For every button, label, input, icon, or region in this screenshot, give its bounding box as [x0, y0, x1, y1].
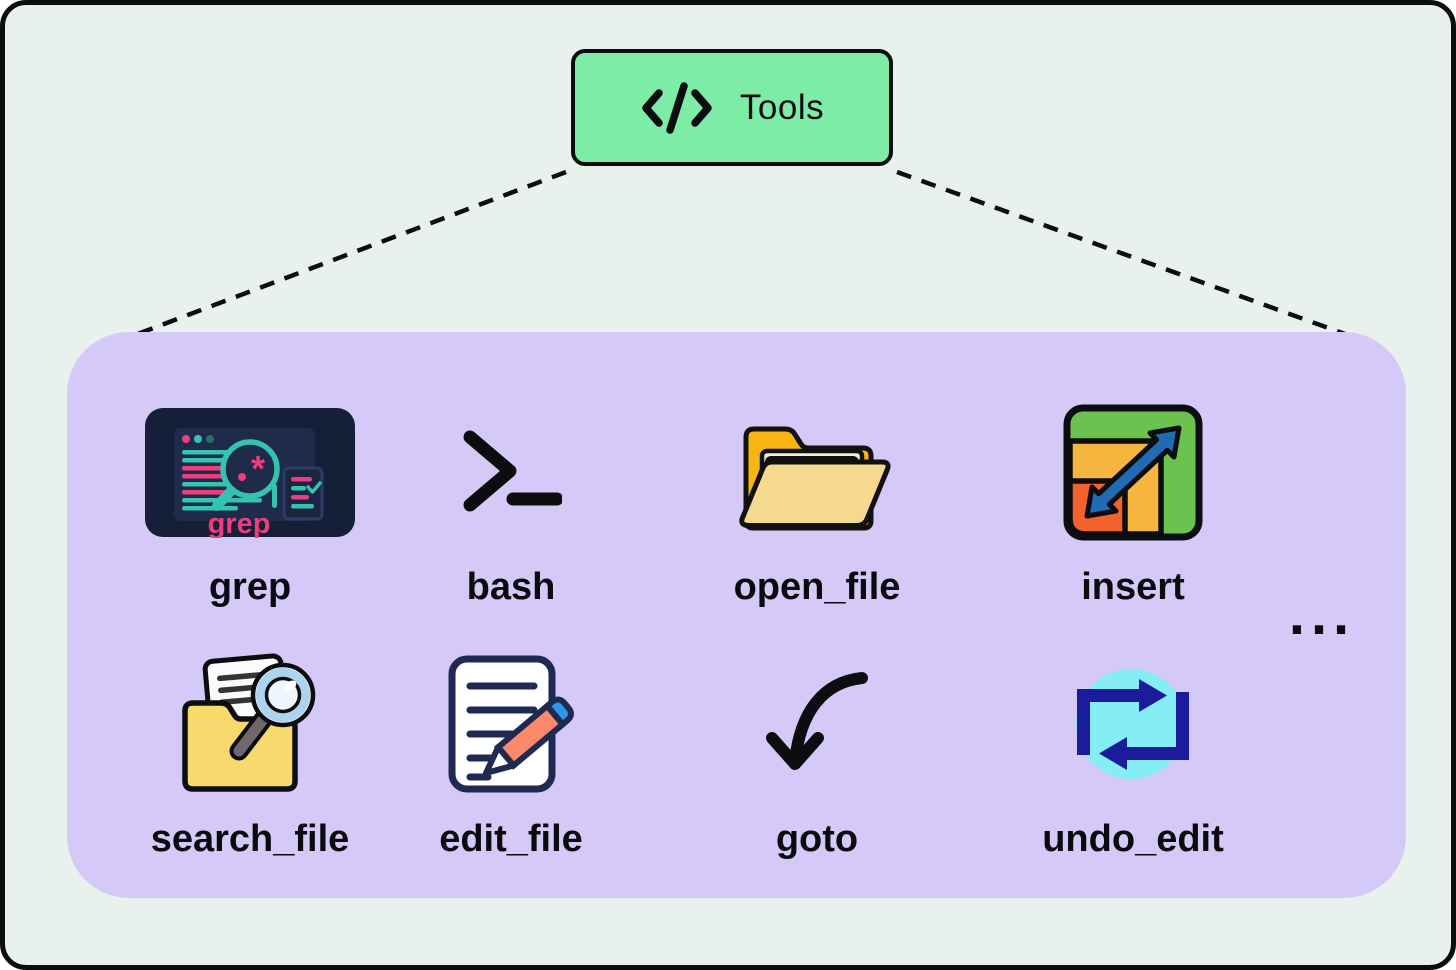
tool-item-edit-file: edit_file	[371, 654, 651, 861]
tools-panel: * grep grep bas	[67, 332, 1406, 898]
tools-header-label: Tools	[739, 87, 825, 127]
document-pencil-icon	[371, 654, 651, 794]
tool-item-bash: bash	[371, 402, 651, 609]
code-icon	[640, 80, 714, 136]
grep-terminal-icon: * grep	[110, 402, 390, 542]
open-folder-icon	[677, 402, 957, 542]
tool-label-open-file: open_file	[733, 566, 901, 608]
tool-item-grep: * grep grep	[110, 402, 390, 609]
svg-text:*: *	[251, 448, 265, 489]
tool-label-undo-edit: undo_edit	[1042, 818, 1224, 860]
tool-item-search-file: search_file	[110, 653, 390, 861]
tool-item-goto: goto	[677, 654, 957, 861]
tools-header-node: Tools	[571, 49, 893, 166]
tool-item-undo-edit: undo_edit	[993, 654, 1273, 861]
tool-label-edit-file: edit_file	[439, 818, 583, 860]
tool-label-bash: bash	[466, 566, 556, 608]
curved-arrow-icon	[677, 654, 957, 794]
tool-label-goto: goto	[775, 818, 859, 860]
loop-arrows-icon	[993, 654, 1273, 794]
connector-line-right	[896, 169, 1346, 337]
expand-arrows-icon	[993, 402, 1273, 542]
tool-label-insert: insert	[1081, 566, 1185, 608]
tool-label-search-file: search_file	[150, 818, 350, 860]
tool-item-open-file: open_file	[677, 402, 957, 609]
folder-magnifier-icon	[110, 653, 390, 794]
grep-icon-text: grep	[208, 508, 271, 538]
connector-line-left	[134, 169, 567, 338]
tool-item-insert: insert	[993, 402, 1273, 609]
tool-label-grep: grep	[208, 566, 292, 608]
terminal-prompt-icon	[371, 402, 651, 542]
more-tools-ellipsis: ...	[1288, 582, 1356, 647]
